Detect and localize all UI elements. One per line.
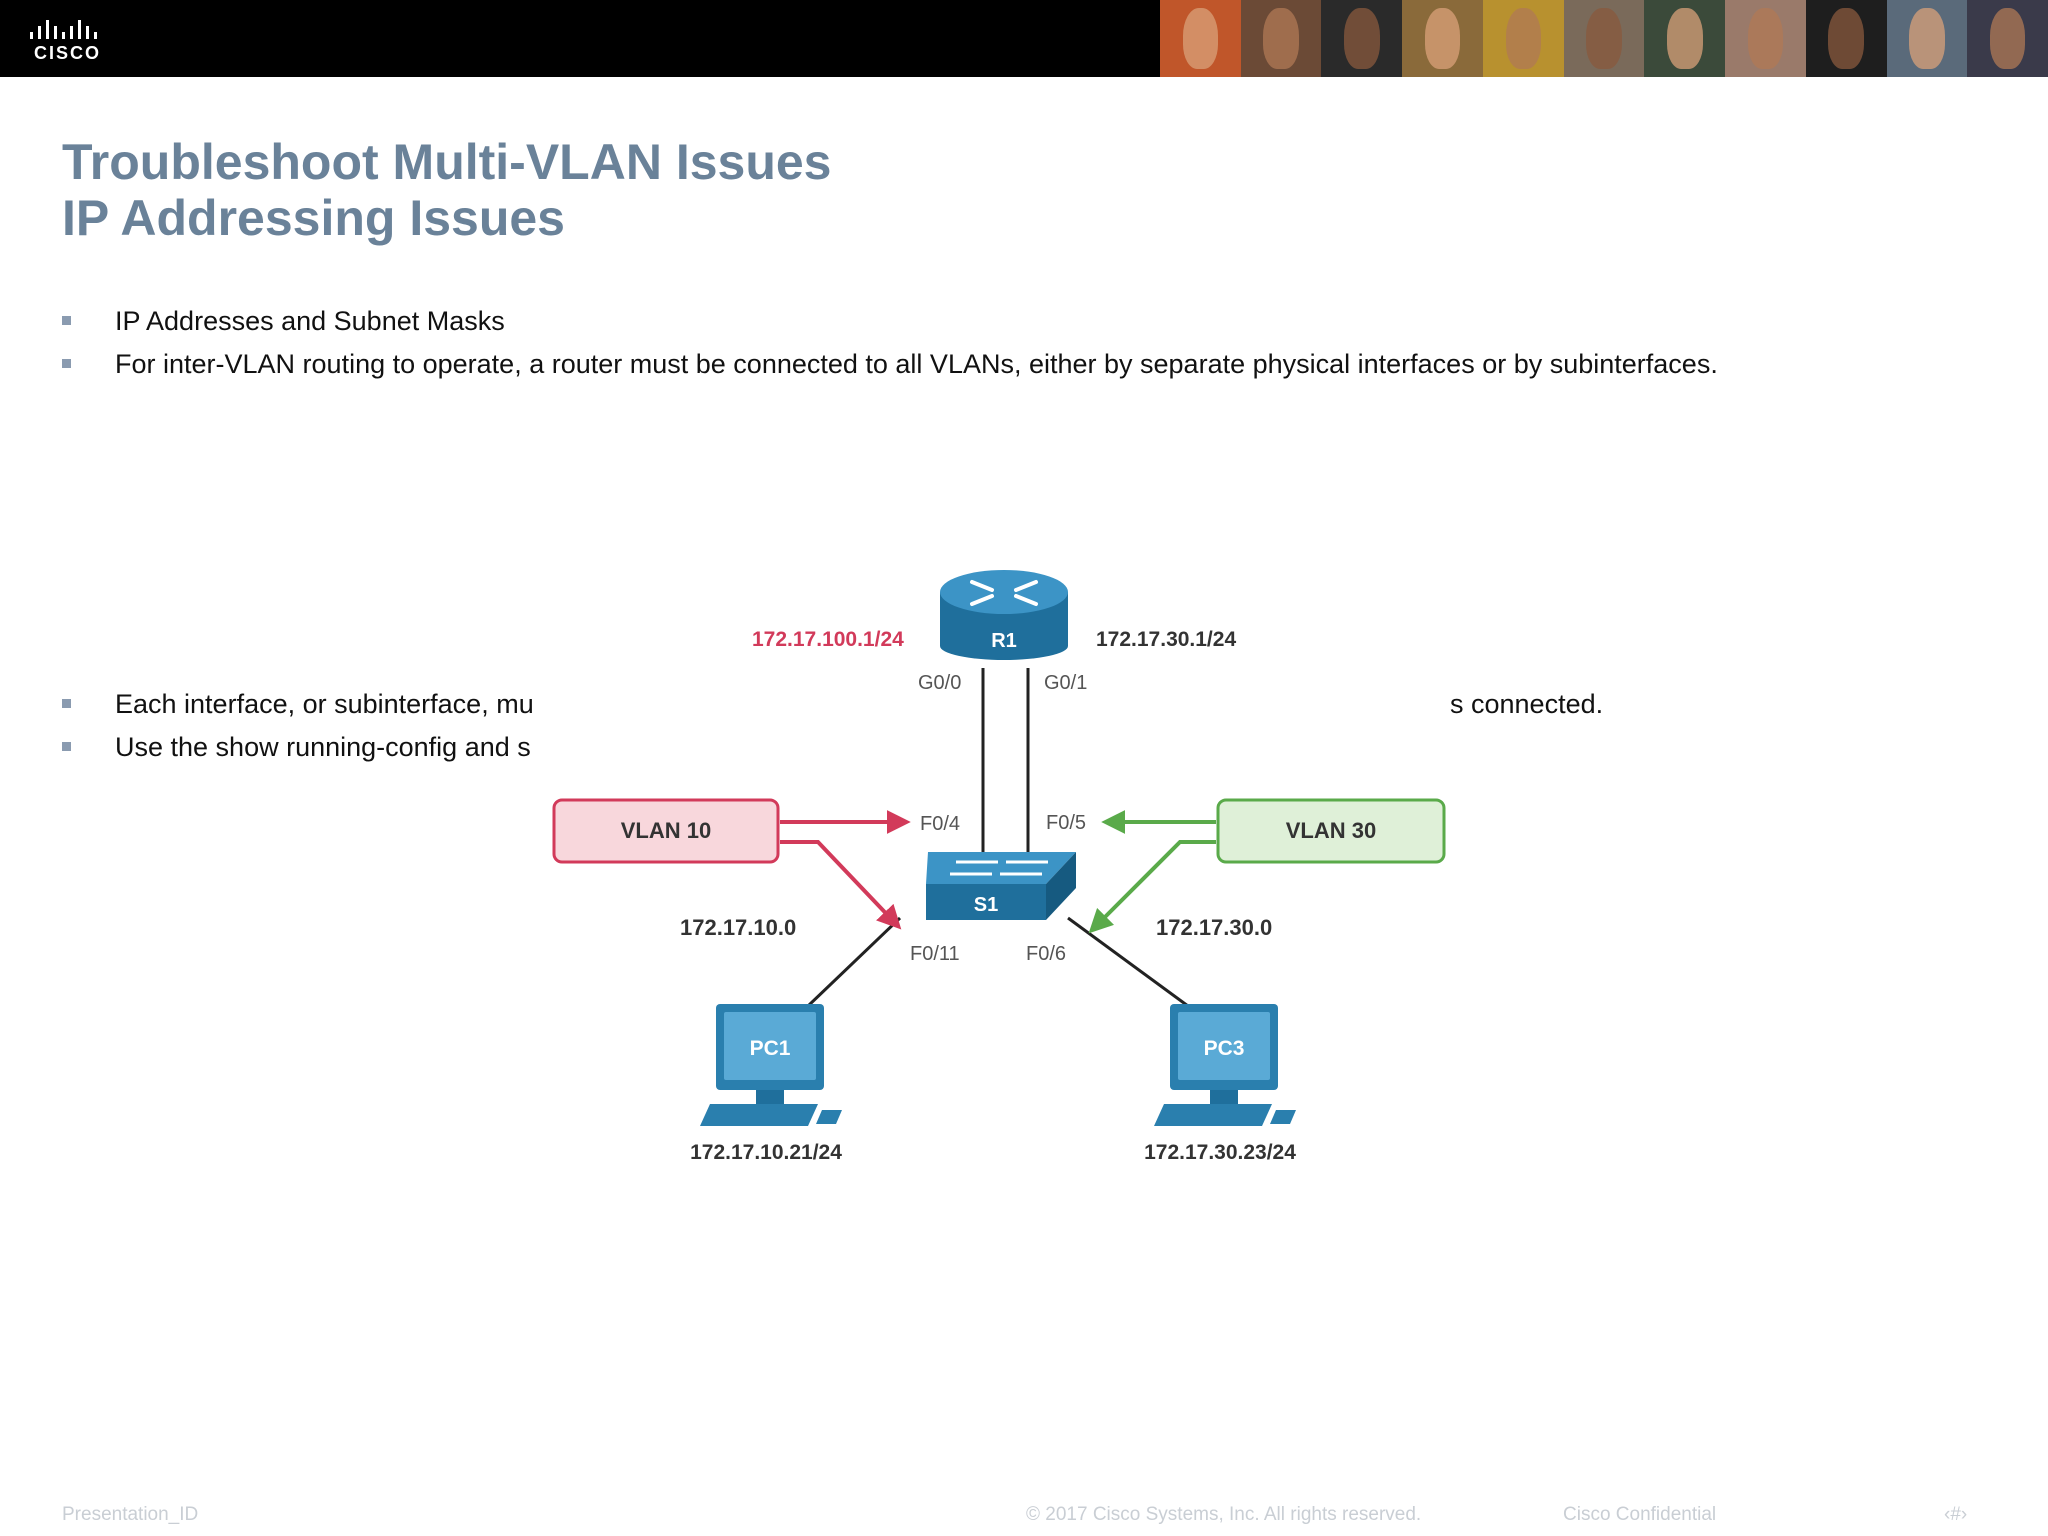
bullet-square-icon	[62, 359, 71, 368]
switch-port-f06: F0/6	[1026, 943, 1066, 965]
footer-presentation-id: Presentation_ID	[62, 1504, 199, 1525]
vlan10-network: 172.17.10.0	[680, 915, 796, 940]
header-photo	[1886, 0, 1968, 77]
vlan10-arrow-to-s1	[780, 840, 902, 930]
router-r1-icon: R1	[940, 570, 1068, 660]
header-photo	[1321, 0, 1403, 77]
header-photo	[1402, 0, 1483, 77]
bullet-square-icon	[62, 699, 71, 708]
router-port-g00: G0/0	[918, 672, 961, 694]
switch-port-f04: F0/4	[920, 813, 960, 835]
pc1-icon: PC1	[700, 1004, 842, 1126]
router-name: R1	[991, 630, 1017, 652]
header-photo-face	[1747, 7, 1784, 70]
link-s1-pc1	[806, 916, 902, 1008]
pc3-name: PC3	[1204, 1037, 1245, 1060]
pc1-ip: 172.17.10.21/24	[690, 1141, 842, 1164]
header-photo-face	[1344, 7, 1380, 70]
title-line-2: IP Addressing Issues	[62, 190, 565, 246]
vlan30-box	[1216, 798, 1446, 864]
link-s1-pc3	[1067, 916, 1189, 1008]
bullet-text: For inter-VLAN routing to operate, a rou…	[115, 349, 1718, 379]
vlan10-label: VLAN 10	[621, 818, 711, 843]
bullet-square-icon	[62, 742, 71, 751]
pc3-ip: 172.17.30.23/24	[1144, 1141, 1296, 1164]
slide-title: Troubleshoot Multi-VLAN Issues IP Addres…	[62, 134, 831, 246]
header-photo-face	[1263, 7, 1299, 70]
vlan10-box	[552, 798, 780, 864]
header-bar: CISCO	[0, 0, 2048, 77]
header-photo	[1240, 0, 1322, 77]
router-port-g01: G0/1	[1044, 672, 1087, 694]
footer-confidential: Cisco Confidential	[1563, 1504, 1717, 1525]
header-photo	[1482, 0, 1564, 77]
header-photo	[1160, 0, 1241, 77]
header-photo-face	[1909, 7, 1945, 70]
switch-s1-icon: S1	[926, 852, 1076, 920]
header-photo-face	[1586, 7, 1622, 70]
bullet-text-fragment: s connected.	[1450, 689, 1604, 719]
cisco-logo: CISCO	[30, 20, 101, 63]
pc1-name: PC1	[750, 1037, 791, 1060]
network-topology-diagram: R1 172.17.100.1/24 172.17.30.1/24 G0/0 G…	[540, 548, 1460, 1188]
footer-page-number: ‹#›	[1944, 1504, 1968, 1525]
header-photo-face	[1424, 7, 1461, 70]
header-photo-face	[1989, 7, 2026, 70]
header-photo-strip	[1160, 0, 2048, 77]
header-photo-face	[1182, 7, 1219, 70]
vlan30-network: 172.17.30.0	[1156, 915, 1272, 940]
bullet-square-icon	[62, 316, 71, 325]
bullet-text: Each interface, or subinterface, mu	[115, 689, 534, 719]
header-photo	[1967, 0, 2048, 77]
header-photo	[1805, 0, 1887, 77]
router-ip-left: 172.17.100.1/24	[752, 628, 904, 651]
header-photo	[1563, 0, 1645, 77]
cisco-logo-text: CISCO	[34, 43, 101, 63]
vlan30-label: VLAN 30	[1286, 818, 1376, 843]
header-photo	[1725, 0, 1806, 77]
switch-name: S1	[974, 894, 998, 916]
header-photo-face	[1667, 7, 1703, 70]
bullet-text: IP Addresses and Subnet Masks	[115, 306, 505, 336]
title-line-1: Troubleshoot Multi-VLAN Issues	[62, 134, 832, 190]
pc3-icon: PC3	[1154, 1004, 1296, 1126]
switch-port-f011: F0/11	[910, 943, 960, 965]
header-photo-face	[1828, 7, 1864, 70]
vlan30-arrow-to-s1	[1088, 840, 1216, 934]
header-photo	[1644, 0, 1726, 77]
header-photo-face	[1505, 7, 1542, 70]
router-ip-right: 172.17.30.1/24	[1096, 628, 1236, 651]
bullet-text: Use the show running-config and s	[115, 732, 531, 762]
switch-port-f05: F0/5	[1046, 812, 1086, 834]
footer-copyright: © 2017 Cisco Systems, Inc. All rights re…	[1026, 1504, 1422, 1525]
